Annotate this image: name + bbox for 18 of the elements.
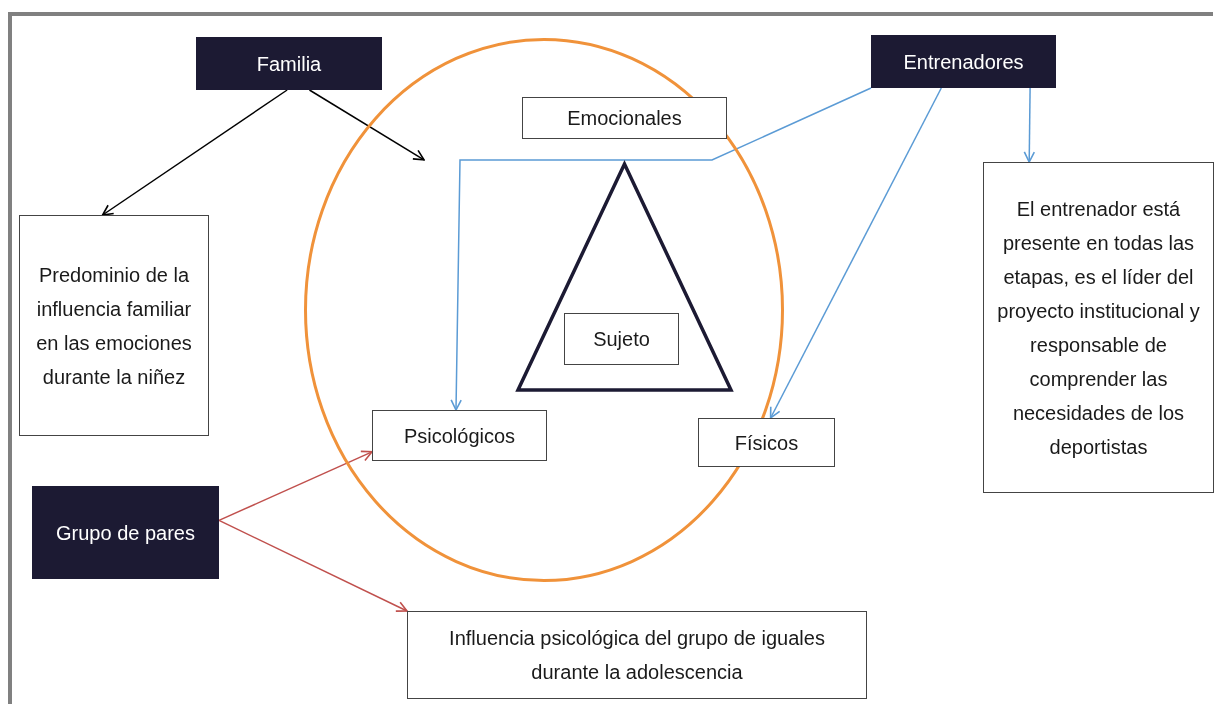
text-box: Emocionales (522, 97, 727, 139)
arrow (308, 89, 425, 161)
arrow (218, 519, 408, 612)
label-box: Familia (196, 37, 382, 90)
text-box: El entrenador está presente en todas las etapas, es el líder del proyecto institucional y responsable de comprender las necesidades de los deportistas (983, 162, 1214, 493)
arrow (101, 89, 288, 216)
arrow (1023, 87, 1036, 163)
label-box: Grupo de pares (32, 486, 219, 579)
text-box: Físicos (698, 418, 835, 467)
text-box: Sujeto (564, 313, 679, 365)
text-box: Psicológicos (372, 410, 547, 461)
text-box: Influencia psicológica del grupo de iguales durante la adolescencia (407, 611, 867, 699)
arrow (218, 450, 373, 522)
arrow (450, 87, 872, 411)
arrow (769, 87, 943, 419)
triangle-shape (516, 162, 733, 392)
text-box: Predominio de la influencia familiar en las emociones durante la niñez (19, 215, 209, 436)
label-box: Entrenadores (871, 35, 1056, 88)
